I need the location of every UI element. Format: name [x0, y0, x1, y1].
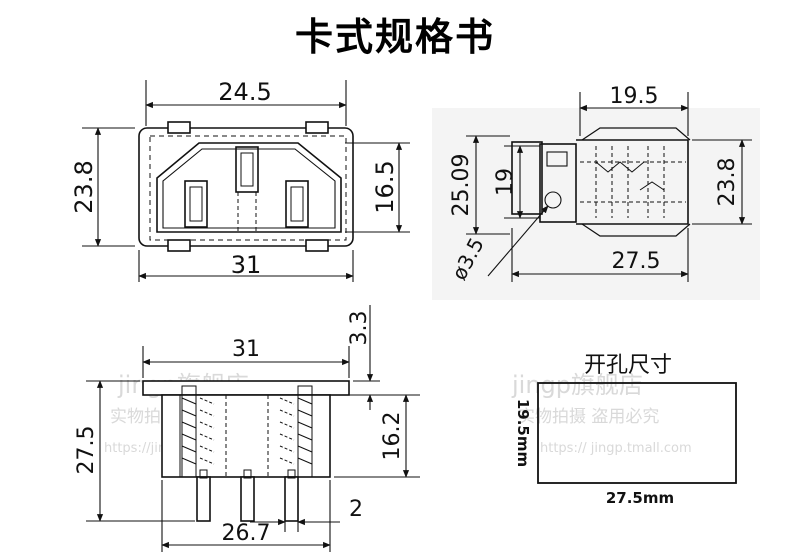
side-latch-top [581, 127, 691, 141]
bottom-height-right-label: 16.2 [380, 412, 405, 461]
front-dimension-lines [82, 80, 410, 282]
cutout-rectangle [537, 382, 737, 484]
side-latch-bottom [581, 223, 691, 237]
cutout-section: 开孔尺寸 19.5mm 27.5mm [514, 353, 737, 507]
side-flange [511, 141, 543, 215]
front-contact-right-inner [290, 186, 304, 222]
bottom-pin-middle [240, 476, 255, 522]
side-height-right-label: 23.8 [715, 158, 740, 207]
side-width-top-label: 19.5 [610, 84, 659, 109]
front-body-outline [138, 127, 354, 247]
front-clip-top-right [305, 121, 329, 134]
bottom-pin-left [196, 476, 211, 522]
front-width-bottom-label: 31 [231, 251, 262, 279]
side-height-inner-label: 19 [493, 168, 518, 196]
side-front-block [539, 143, 577, 223]
bottom-spring-left [181, 385, 197, 478]
bottom-spring-right [297, 385, 313, 478]
front-contact-earth-inner [240, 152, 254, 187]
front-clip-bottom-right [305, 239, 329, 252]
cutout-title: 开孔尺寸 [584, 353, 672, 378]
front-width-top-label: 24.5 [218, 78, 271, 106]
bottom-dimension-lines [86, 305, 420, 552]
cutout-height-label: 19.5mm [514, 399, 532, 467]
side-height-outer-label: 25.09 [449, 154, 474, 217]
front-clip-top-left [167, 121, 191, 134]
side-view: 19.5 27.5 25.09 19 23.8 ø3.5 [432, 84, 760, 300]
bottom-view [142, 380, 350, 522]
front-height-left-label: 23.8 [70, 160, 98, 213]
front-contact-right [285, 180, 309, 228]
bottom-width-bottom-label: 26.7 [222, 521, 271, 546]
watermark-slogan-right: 实物拍摄 盗用必究 [518, 407, 659, 427]
side-square-hole [546, 151, 568, 167]
watermark-shop-right: jingp旗舰店 [511, 371, 643, 399]
page-title: 卡式规格书 [294, 15, 495, 59]
bottom-pin-width-label: 2 [349, 497, 363, 522]
watermark-url-right: https:// jingp.tmall.com [540, 441, 692, 456]
front-contact-left-inner [189, 186, 203, 222]
front-hidden-frame [149, 135, 347, 241]
front-view [138, 121, 354, 252]
front-socket-inner [162, 148, 336, 229]
bottom-pin-right [284, 476, 299, 522]
bottom-flange [142, 380, 350, 396]
bottom-width-top-label: 31 [232, 337, 260, 362]
front-socket-contour [156, 142, 342, 233]
cutout-width-label: 27.5mm [606, 489, 674, 507]
bottom-body [161, 394, 331, 478]
side-round-hole [544, 191, 562, 209]
side-width-bottom-label: 27.5 [612, 249, 661, 274]
front-contact-earth [235, 146, 259, 193]
front-height-right-label: 16.5 [371, 160, 399, 213]
front-contact-left [184, 180, 208, 228]
side-dimension-lines [466, 92, 752, 282]
side-body [576, 139, 689, 225]
front-clip-bottom-left [167, 239, 191, 252]
bottom-flange-label: 3.3 [347, 311, 372, 346]
bottom-height-left-label: 27.5 [74, 426, 99, 475]
